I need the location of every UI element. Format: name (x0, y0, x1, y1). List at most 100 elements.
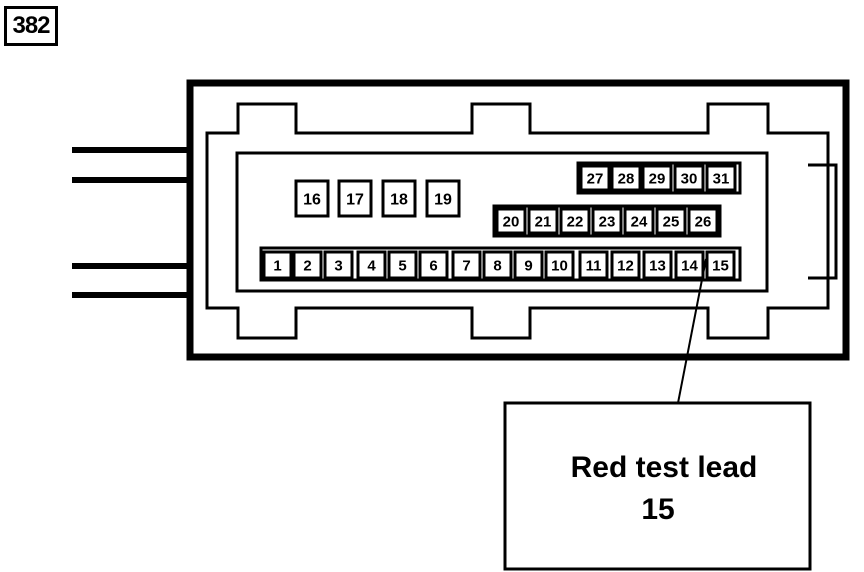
pin-label: 24 (631, 213, 648, 230)
pin-box (451, 250, 482, 280)
pin-label: 11 (586, 257, 602, 274)
pin-box (642, 250, 673, 280)
pin-label: 4 (367, 257, 376, 274)
pin-box (527, 207, 559, 235)
pin-box (579, 164, 611, 192)
pin-label: 15 (712, 257, 729, 274)
pin-label: 3 (334, 257, 342, 274)
pin-box (578, 250, 609, 280)
pin-box (674, 250, 705, 280)
pin-23: 23 (591, 207, 623, 235)
pin-label: 31 (713, 170, 730, 187)
pin-box (262, 250, 293, 280)
pin-box (418, 250, 449, 280)
pin-18: 18 (381, 179, 417, 218)
pin-label: 23 (599, 213, 616, 230)
pin-8: 8 (482, 250, 513, 280)
pin-7: 7 (451, 250, 482, 280)
pin-9: 9 (513, 250, 544, 280)
pin-label: 26 (695, 213, 712, 230)
pin-label: 2 (303, 257, 311, 274)
pin-group-frames (259, 161, 742, 282)
pin-label: 7 (462, 257, 470, 274)
pin-box (655, 207, 687, 235)
pin-box (705, 164, 737, 192)
pin-box (323, 250, 354, 280)
connector-inner-shell (205, 102, 830, 340)
pin-label: 6 (429, 257, 437, 274)
pin-box (705, 250, 736, 280)
pin-box (641, 164, 673, 192)
pin-28: 28 (610, 164, 642, 192)
pin-label: 29 (649, 170, 666, 187)
pin-label: 13 (649, 257, 666, 274)
figure-number-badge: 382 (4, 6, 58, 46)
pin-label: 9 (524, 257, 532, 274)
wire-bundle (72, 147, 192, 298)
pin-6: 6 (418, 250, 449, 280)
pin-label: 14 (681, 257, 698, 274)
pin-box (337, 179, 373, 218)
pin-24: 24 (623, 207, 655, 235)
pin-14: 14 (674, 250, 705, 280)
pin-box (387, 250, 418, 280)
pin-box (610, 250, 641, 280)
pin-label: 16 (303, 191, 321, 208)
pin-box (381, 179, 417, 218)
pin-30: 30 (673, 164, 705, 192)
pin-box (425, 179, 461, 218)
pin-3: 3 (323, 250, 354, 280)
pin-box (292, 250, 323, 280)
pin-15: 15 (705, 250, 736, 280)
pin-19: 19 (425, 179, 461, 218)
pin-label: 12 (617, 257, 634, 274)
pin-12: 12 (610, 250, 641, 280)
pin-label: 1 (273, 257, 281, 274)
pin-17: 17 (337, 179, 373, 218)
pin-label: 20 (503, 213, 520, 230)
pin-box (294, 179, 330, 218)
pin-box (559, 207, 591, 235)
pin-29: 29 (641, 164, 673, 192)
pin-box (610, 164, 642, 192)
callout-line-2: 15 (641, 493, 674, 526)
pin-label: 18 (390, 191, 408, 208)
housing-side-tabs (808, 163, 838, 280)
pin-box (544, 250, 575, 280)
pin-26: 26 (687, 207, 719, 235)
pin-box (687, 207, 719, 235)
pin-22: 22 (559, 207, 591, 235)
pin-21: 21 (527, 207, 559, 235)
pin-label: 28 (618, 170, 635, 187)
pin-10: 10 (544, 250, 575, 280)
pin-13: 13 (642, 250, 673, 280)
pin-31: 31 (705, 164, 737, 192)
pin-label: 8 (493, 257, 501, 274)
pin-box (513, 250, 544, 280)
pin-20: 20 (495, 207, 527, 235)
pin-label: 25 (663, 213, 680, 230)
callout-box (503, 401, 812, 571)
pin-5: 5 (387, 250, 418, 280)
pin-4: 4 (356, 250, 387, 280)
callout-leader-line (677, 258, 707, 404)
pin-box (356, 250, 387, 280)
pin-1: 1 (262, 250, 293, 280)
pin-box (623, 207, 655, 235)
callout-line-1: Red test lead (571, 451, 758, 484)
pin-label: 21 (535, 213, 552, 230)
pin-25: 25 (655, 207, 687, 235)
pin-11: 11 (578, 250, 609, 280)
pin-label: 10 (551, 257, 568, 274)
pin-label: 19 (434, 191, 452, 208)
pin-label: 27 (587, 170, 604, 187)
pin-label: 5 (398, 257, 406, 274)
pin-label: 22 (567, 213, 584, 230)
pin-box (482, 250, 513, 280)
pin-box (495, 207, 527, 235)
pin-label: 30 (681, 170, 698, 187)
pin-box (673, 164, 705, 192)
pin-box (591, 207, 623, 235)
